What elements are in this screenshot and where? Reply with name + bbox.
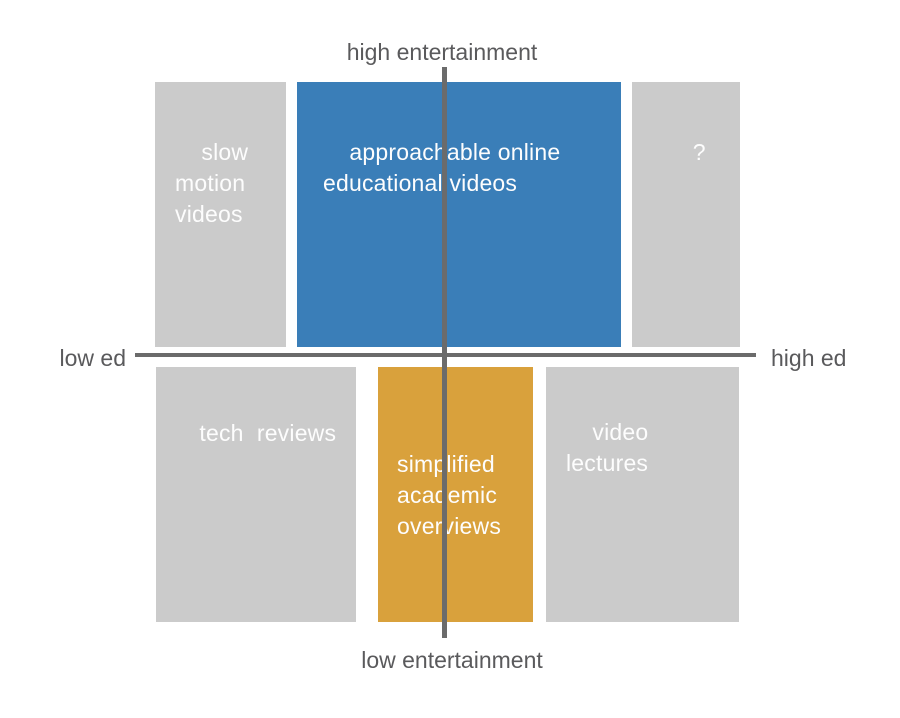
box-label: video lectures — [566, 419, 655, 476]
box-label: simplified academic overviews — [397, 451, 502, 539]
axis-label-high-entertainment: high entertainment — [346, 39, 538, 65]
horizontal-axis-line — [135, 353, 756, 357]
box-label: ? — [692, 139, 706, 165]
axis-label-high-ed: high ed — [771, 345, 847, 371]
axis-label-low-ed: low ed — [59, 345, 126, 371]
box-question-mark: ? — [632, 82, 740, 347]
box-label: tech reviews — [199, 420, 337, 446]
box-label: approachable online educational videos — [323, 139, 567, 196]
box-simplified-academic-overviews: simplified academic overviews — [378, 367, 533, 622]
box-approachable-online-educational-videos: approachable online educational videos — [297, 82, 621, 347]
box-video-lectures: video lectures — [546, 367, 739, 622]
box-tech-reviews: tech reviews — [156, 367, 356, 622]
box-label: slow motion videos — [175, 139, 255, 227]
vertical-axis-line — [442, 67, 447, 638]
box-slow-motion-videos: slow motion videos — [155, 82, 286, 347]
axis-label-low-entertainment: low entertainment — [361, 647, 543, 673]
